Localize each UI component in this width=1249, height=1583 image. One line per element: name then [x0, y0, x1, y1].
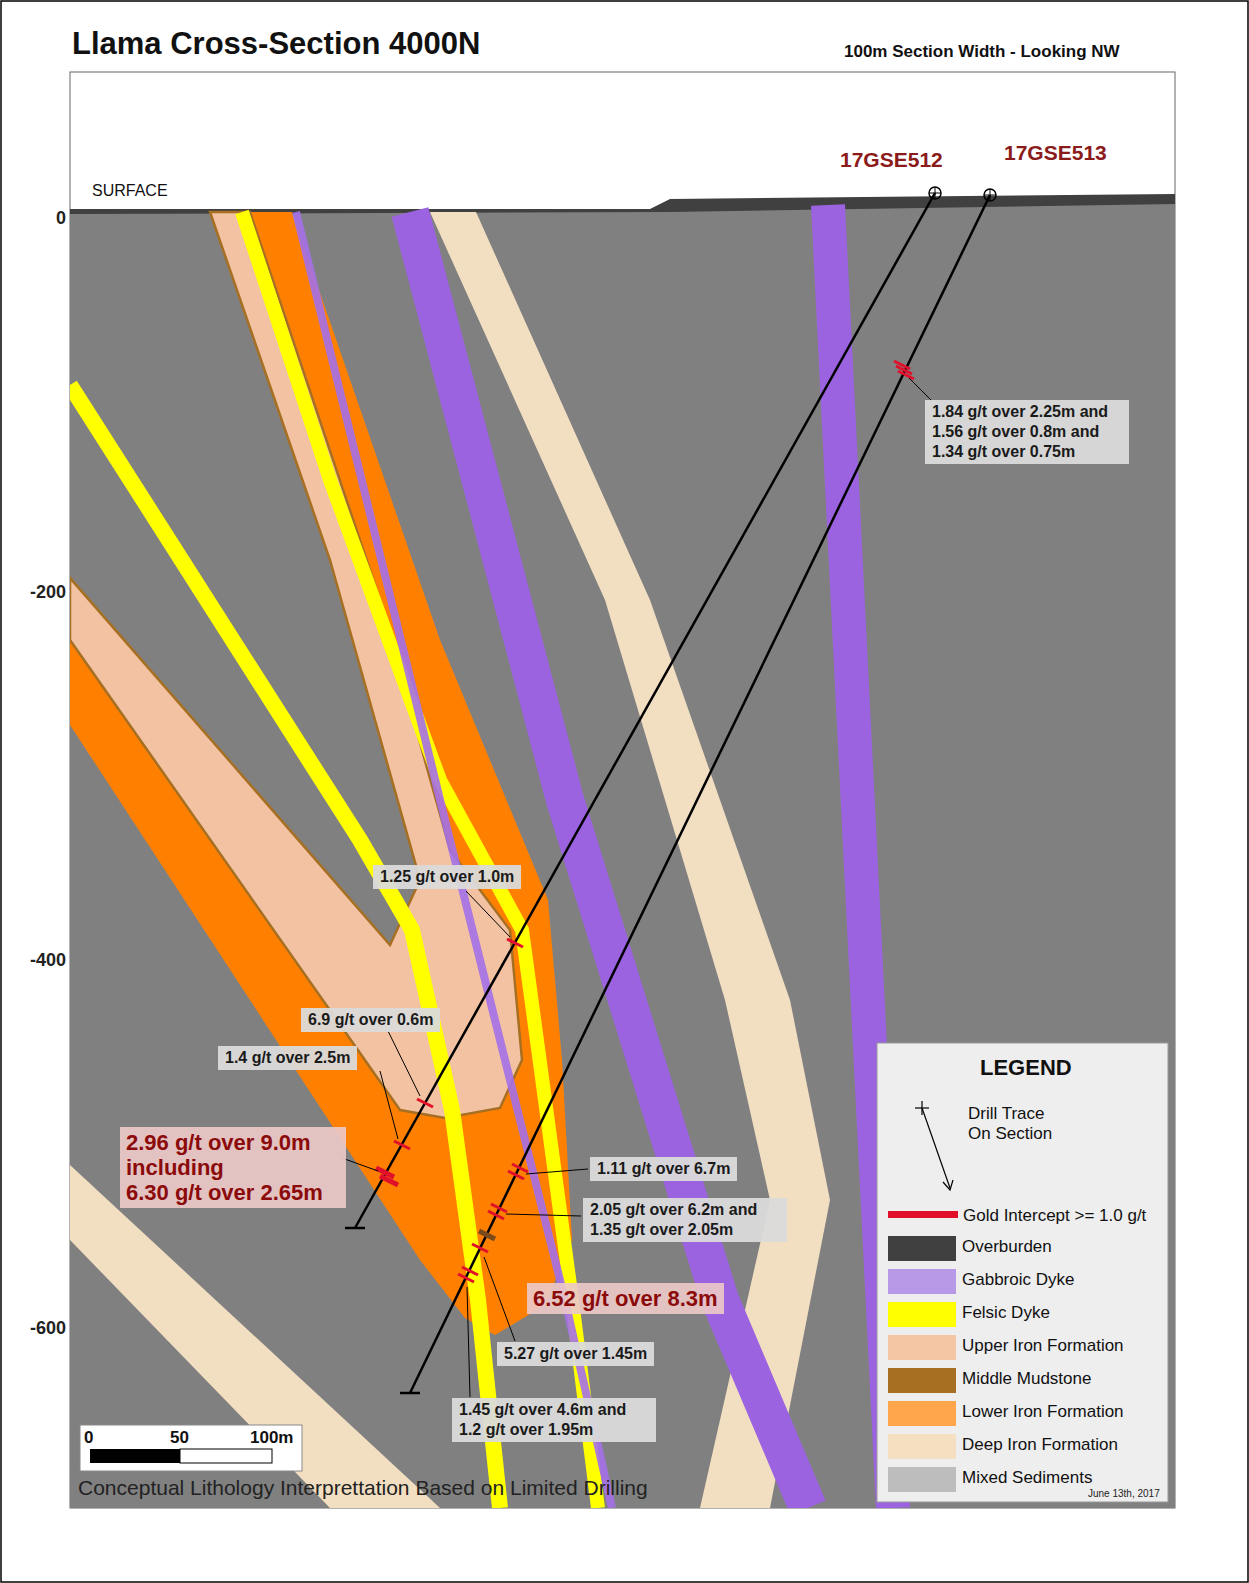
assay-callout: 1.4 g/t over 2.5m — [218, 1046, 357, 1070]
diagram-title: Llama Cross-Section 4000N — [72, 26, 480, 62]
drill-trace — [410, 195, 990, 1393]
text-label: LEGEND — [980, 1055, 1072, 1081]
collar — [990, 189, 991, 201]
assay-callout: 1.11 g/t over 6.7m — [590, 1157, 737, 1181]
assay-callout: 2.96 g/t over 9.0m including6.30 g/t ove… — [120, 1127, 346, 1208]
legend-swatch — [888, 1335, 956, 1360]
callout-text: 2.96 g/t over 9.0m including — [126, 1130, 340, 1180]
drill-trace-sample — [922, 1108, 950, 1188]
scale-bar — [180, 1449, 272, 1463]
assay-callout: 5.27 g/t over 1.45m — [497, 1342, 654, 1366]
assay-callout: 6.9 g/t over 0.6m — [301, 1008, 440, 1032]
legend-text: Mixed Sediments — [962, 1468, 1092, 1488]
assay-callout: 6.52 g/t over 8.3m — [527, 1283, 724, 1314]
gold-intercepts — [376, 361, 914, 1282]
text-label: 100m Section Width - Looking NW — [844, 42, 1120, 62]
legend-swatch — [888, 1368, 956, 1393]
map-frame — [70, 72, 1175, 1508]
scale-panel — [80, 1425, 302, 1471]
diagram-caption: Conceptual Lithology Interprettation Bas… — [78, 1476, 648, 1500]
legend-panel — [877, 1043, 1168, 1502]
collar — [984, 189, 996, 201]
callout-text: 1.25 g/t over 1.0m — [380, 867, 514, 887]
legend-text: Felsic Dyke — [962, 1303, 1050, 1323]
callout-text: 5.27 g/t over 1.45m — [504, 1344, 647, 1364]
hole-end — [345, 1227, 365, 1230]
legend-text: Middle Mudstone — [962, 1369, 1091, 1389]
legend-swatch — [888, 1269, 956, 1294]
callout-text: 1.45 g/t over 4.6m and 1.2 g/t over 1.95… — [459, 1400, 649, 1440]
text-label: 0 — [84, 1428, 93, 1448]
legend-text: Upper Iron Formation — [962, 1336, 1124, 1356]
legend-text: Gold Intercept >= 1.0 g/t — [963, 1206, 1146, 1226]
drill-trace-sample — [921, 1101, 922, 1115]
gabbroic-dyke — [410, 212, 808, 1508]
legend-swatch — [888, 1236, 956, 1261]
callout-text: 6.30 g/t over 2.65m — [126, 1180, 340, 1205]
text-label: 100m — [250, 1428, 293, 1448]
legend-swatch — [888, 1467, 956, 1492]
legend-swatch — [888, 1434, 956, 1459]
callout-text: 6.52 g/t over 8.3m — [533, 1286, 718, 1311]
hole-end — [400, 1392, 420, 1395]
assay-callout: 2.05 g/t over 6.2m and 1.35 g/t over 2.0… — [583, 1198, 787, 1242]
text-label: -200 — [30, 582, 66, 603]
leader-lines — [342, 378, 932, 1397]
text-label: -600 — [30, 1318, 66, 1339]
text-label: 0 — [56, 208, 66, 229]
text-label: -400 — [30, 950, 66, 971]
text-label: SURFACE — [92, 182, 168, 200]
legend-swatch — [888, 1401, 956, 1426]
callout-text: 1.84 g/t over 2.25m and 1.56 g/t over 0.… — [932, 402, 1122, 462]
text-label: 17GSE513 — [1004, 141, 1107, 165]
text-label: 50 — [170, 1428, 189, 1448]
callout-text: 2.05 g/t over 6.2m and 1.35 g/t over 2.0… — [590, 1200, 780, 1240]
legend-text: Lower Iron Formation — [962, 1402, 1124, 1422]
legend-swatch — [888, 1302, 956, 1327]
assay-callout: 1.84 g/t over 2.25m and 1.56 g/t over 0.… — [925, 400, 1129, 464]
drill-trace — [355, 193, 935, 1228]
assay-callout: 1.25 g/t over 1.0m — [373, 865, 521, 889]
callout-text: 1.11 g/t over 6.7m — [597, 1159, 730, 1179]
text-label: 17GSE512 — [840, 148, 943, 172]
deep-iron-formation — [70, 1165, 440, 1508]
assay-callout: 1.45 g/t over 4.6m and 1.2 g/t over 1.95… — [452, 1398, 656, 1442]
gold-intercept-sample — [888, 1211, 958, 1218]
callout-text: 6.9 g/t over 0.6m — [308, 1010, 433, 1030]
collar — [935, 187, 936, 199]
scale-bar — [90, 1449, 180, 1463]
collar — [929, 187, 941, 199]
drill-trace-sample — [943, 1180, 953, 1190]
callout-text: 1.4 g/t over 2.5m — [225, 1048, 350, 1068]
legend-text: Gabbroic Dyke — [962, 1270, 1074, 1290]
legend-text: Drill Trace On Section — [968, 1104, 1068, 1144]
mixed-sediments — [70, 196, 1175, 1508]
text-label: June 13th, 2017 — [1088, 1488, 1160, 1499]
legend-text: Deep Iron Formation — [962, 1435, 1118, 1455]
legend-text: Overburden — [962, 1237, 1052, 1257]
